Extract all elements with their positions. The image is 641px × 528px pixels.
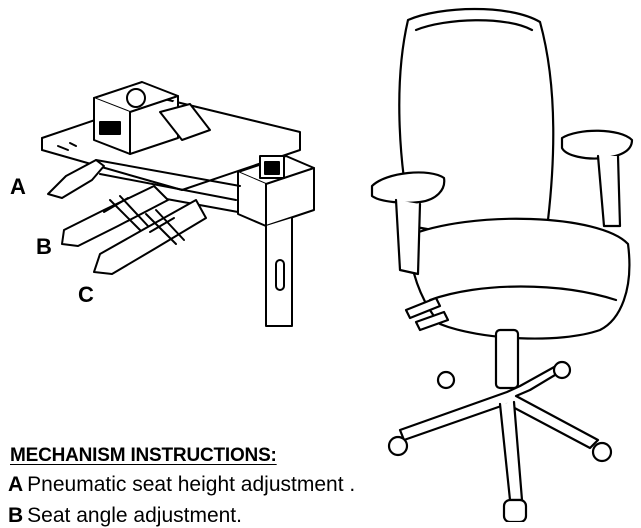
instruction-text: Seat angle adjustment. <box>27 504 242 527</box>
instructions-heading: MECHANISM INSTRUCTIONS: <box>10 445 277 466</box>
instruction-letter: A <box>8 473 24 496</box>
callout-c: C <box>78 282 94 307</box>
instruction-text: Pneumatic seat height adjustment . <box>27 473 356 496</box>
callout-b: B <box>36 234 52 259</box>
instruction-letter: B <box>8 504 24 527</box>
callout-a: A <box>10 174 26 199</box>
